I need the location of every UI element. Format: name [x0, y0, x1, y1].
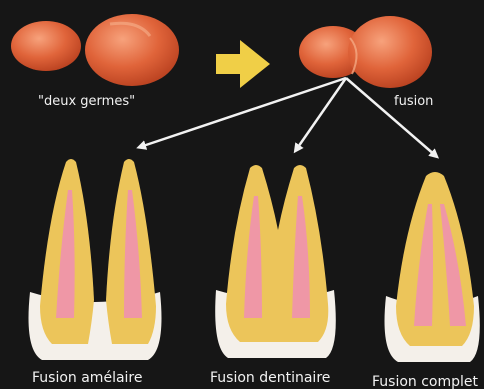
fusion-label: fusion [394, 94, 433, 109]
dentin-fusion-teeth [215, 165, 336, 358]
two-germs-label: "deux germes" [38, 94, 135, 109]
two-germs-group [11, 14, 179, 86]
dentin-fusion-label: Fusion dentinaire [210, 370, 330, 386]
complete-fusion-label: Fusion complet [372, 374, 478, 390]
enamel-fusion-teeth [29, 159, 162, 360]
arrow-to-enamel [140, 78, 346, 147]
fused-germs-group [299, 16, 432, 88]
branch-arrows [140, 78, 436, 156]
process-arrow [216, 40, 270, 88]
germ-left [11, 21, 81, 71]
dentin-fused [226, 165, 328, 342]
enamel-fusion-label: Fusion amélaire [32, 370, 142, 386]
arrow-to-dentin [296, 78, 346, 150]
complete-fusion-tooth [385, 172, 480, 362]
arrow-to-complete [346, 78, 436, 156]
fused-germ-right [348, 16, 432, 88]
